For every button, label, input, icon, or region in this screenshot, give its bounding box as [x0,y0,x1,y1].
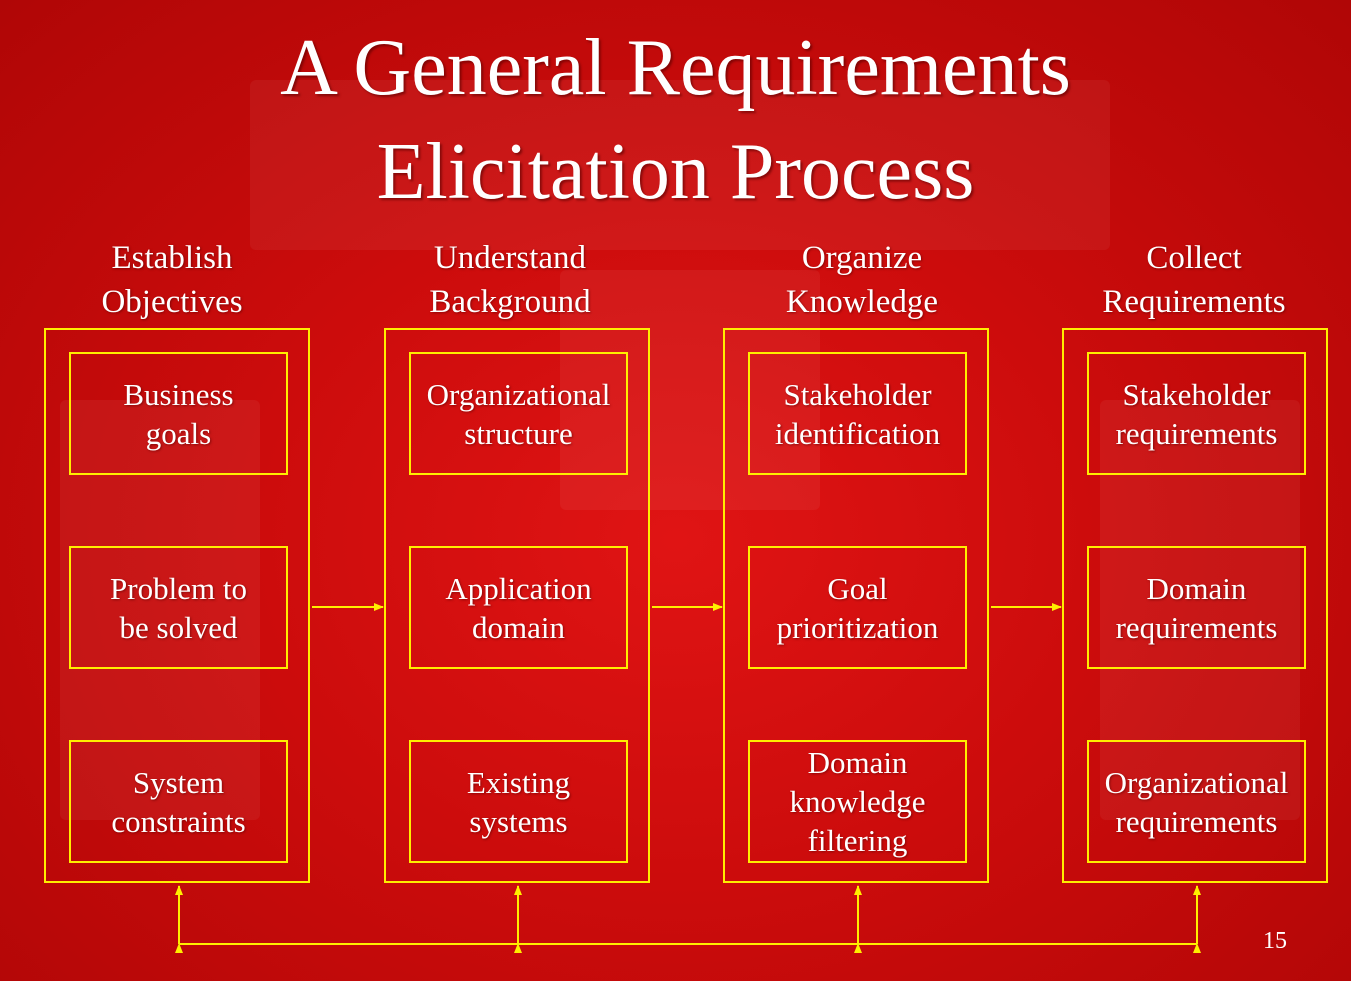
background-decoration [60,400,260,820]
slide-title-line1: A General Requirements [280,24,1071,112]
column-heading-line1: Understand [433,240,587,276]
background-decoration [1100,400,1300,820]
box-line: Domain [807,745,908,780]
background-decoration [560,270,820,510]
column-box-establish-objectives [44,328,310,883]
box-line: requirements [1115,415,1278,451]
background-decoration [250,80,1110,250]
box-line: Stakeholder [1122,376,1271,412]
column-heading-line1: Organize [801,240,923,276]
box-line: requirements [1115,609,1278,645]
box-line: requirements [1115,803,1278,839]
column-box-organize-knowledge [723,328,989,883]
box-line: Existing [466,764,571,800]
column-heading-understand-background: Understand Background [360,236,660,324]
box-line: Stakeholder [783,376,932,412]
column-heading-collect-requirements: Collect Requirements [1044,236,1344,324]
column-box-collect-requirements [1062,328,1328,883]
box-line: domain [471,609,565,645]
column-heading-line1: Collect [1146,240,1242,276]
slide-title-line2: Elicitation Process [376,128,975,216]
box-line: structure [464,415,573,451]
box-line: Organizational [1104,764,1289,800]
page-number: 15 [1263,928,1287,954]
box-line: prioritization [776,609,939,645]
box-line: be solved [119,609,238,645]
column-heading-organize-knowledge: Organize Knowledge [712,236,1012,324]
box-line: Goal [827,570,888,606]
box-line: Application [445,570,592,606]
column-heading-line2: Knowledge [785,284,939,320]
box-line: Problem to [110,570,247,606]
box-line: Organizational [426,376,611,412]
column-heading-establish-objectives: Establish Objectives [22,236,322,324]
box-line: System [132,764,225,800]
column-heading-line1: Establish [111,240,233,276]
box-line: knowledge [789,784,926,819]
column-heading-line2: Background [429,284,591,320]
box-line: systems [469,803,568,839]
box-line: goals [145,415,212,451]
column-box-understand-background [384,328,650,883]
column-heading-line2: Objectives [101,284,243,320]
box-line: identification [774,415,941,451]
box-line: filtering [807,823,908,858]
box-line: Domain [1146,570,1247,606]
box-line: Business [123,376,234,412]
box-domain-knowledge-filtering: Domain knowledge filtering [748,740,967,863]
column-heading-line2: Requirements [1102,284,1286,320]
box-line: constraints [111,803,246,839]
